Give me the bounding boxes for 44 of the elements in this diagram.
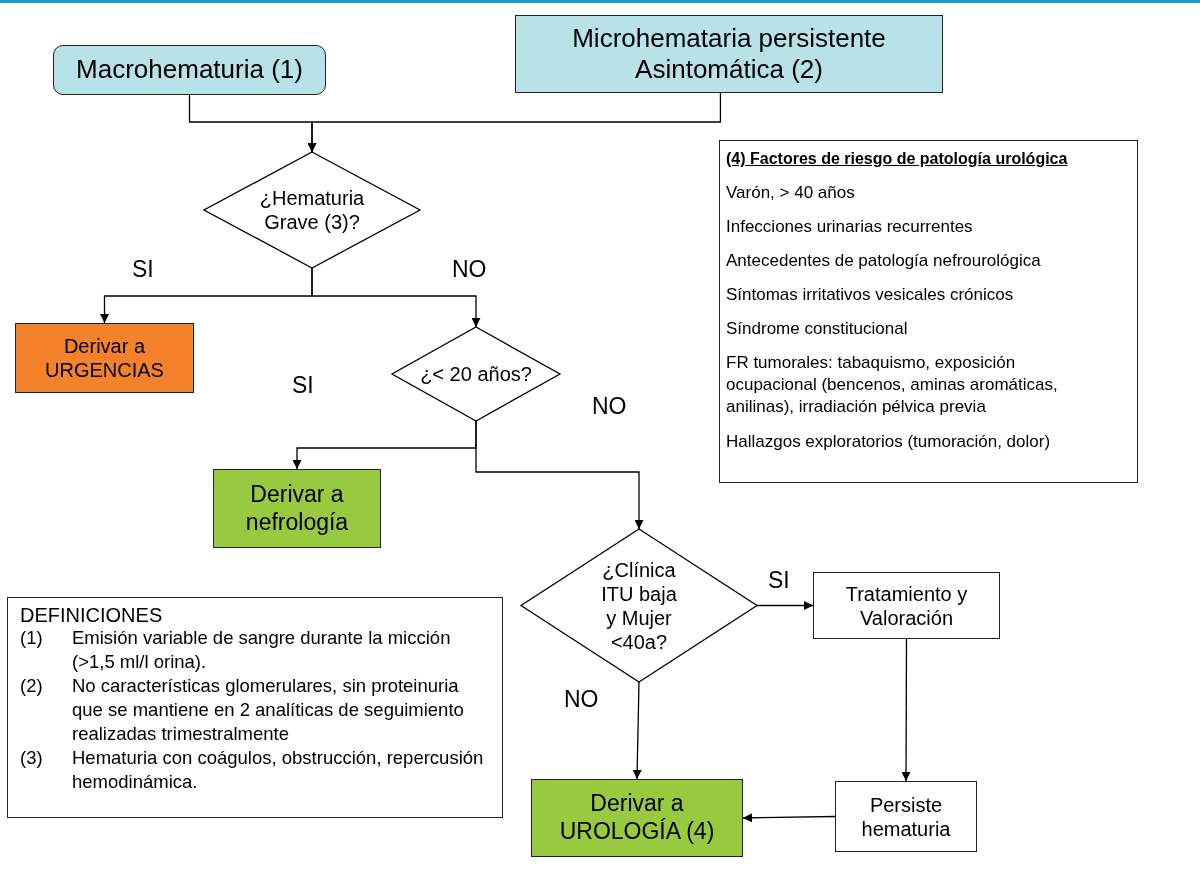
start-box xyxy=(53,45,326,95)
list-item: FR tumorales: tabaquismo, exposición ocupacional (bencenos, aminas aromáticas, anilinas), irradiación pélvica previa xyxy=(726,352,1059,419)
node-text: Tratamiento y Valoración xyxy=(844,581,969,630)
process-box xyxy=(813,572,1000,639)
process-box xyxy=(213,469,381,548)
arrow xyxy=(307,92,722,153)
footnote-number: (1) xyxy=(20,626,43,650)
decision-diamond xyxy=(204,152,420,268)
definition-text: Hematuria con coágulos, obstrucción, repercusión hemodinámica. xyxy=(72,746,485,795)
node-text: Macrohematuria (1) xyxy=(76,54,303,86)
panel-heading: DEFINICIONES xyxy=(20,604,163,626)
node-text: Derivar a nefrología xyxy=(244,480,350,537)
risk-factors-panel xyxy=(719,140,1138,483)
decision-diamond xyxy=(392,327,560,421)
list-item: Síntomas irritativos vesicales crónicos xyxy=(726,284,1015,307)
definition-text: Emisión variable de sangre durante la micción (>1,5 ml/l orina). xyxy=(72,626,452,675)
arrow xyxy=(311,267,481,328)
node-text: ¿Clínica ITU baja y Mujer <40a? xyxy=(600,557,678,654)
node-text: Microhemataria persistente Asintomática (2) xyxy=(571,22,887,86)
list-item: Antecedentes de patología nefrourológica xyxy=(726,250,1042,272)
list-item: Hallazgos exploratorios (tumoración, dolor) xyxy=(726,430,1052,453)
arrow xyxy=(475,420,644,530)
arrow xyxy=(632,681,642,780)
node-text: ¿Hematuria Grave (3)? xyxy=(258,186,366,234)
footnote-number: (3) xyxy=(20,746,43,771)
list-item: Síndrome constitucional xyxy=(726,318,909,341)
definitions-panel xyxy=(7,597,503,818)
arrow xyxy=(901,638,911,782)
start-box xyxy=(515,15,943,93)
arrow xyxy=(756,601,814,610)
process-box xyxy=(15,323,194,393)
footnote-number: (2) xyxy=(20,674,43,699)
node-text: Derivar a URGENCIAS xyxy=(44,334,165,382)
definition-text: No características glomerulares, sin proteinuria que se mantiene en 2 analíticas de seguimiento realizadas trimestralmente xyxy=(72,674,465,747)
node-text: Derivar a UROLOGÍA (4) xyxy=(558,790,716,846)
decision-diamond xyxy=(521,529,757,682)
list-item: Infecciones urinarias recurrentes xyxy=(726,215,974,238)
node-text: ¿< 20 años? xyxy=(420,362,532,386)
panel-heading: (4) Factores de riesgo de patología urológica xyxy=(726,149,1069,169)
process-box xyxy=(531,779,743,857)
list-item: Varón, > 40 años xyxy=(726,181,856,204)
arrow xyxy=(742,813,836,823)
process-box xyxy=(835,781,977,852)
node-text: Persiste hematuria xyxy=(860,792,952,841)
